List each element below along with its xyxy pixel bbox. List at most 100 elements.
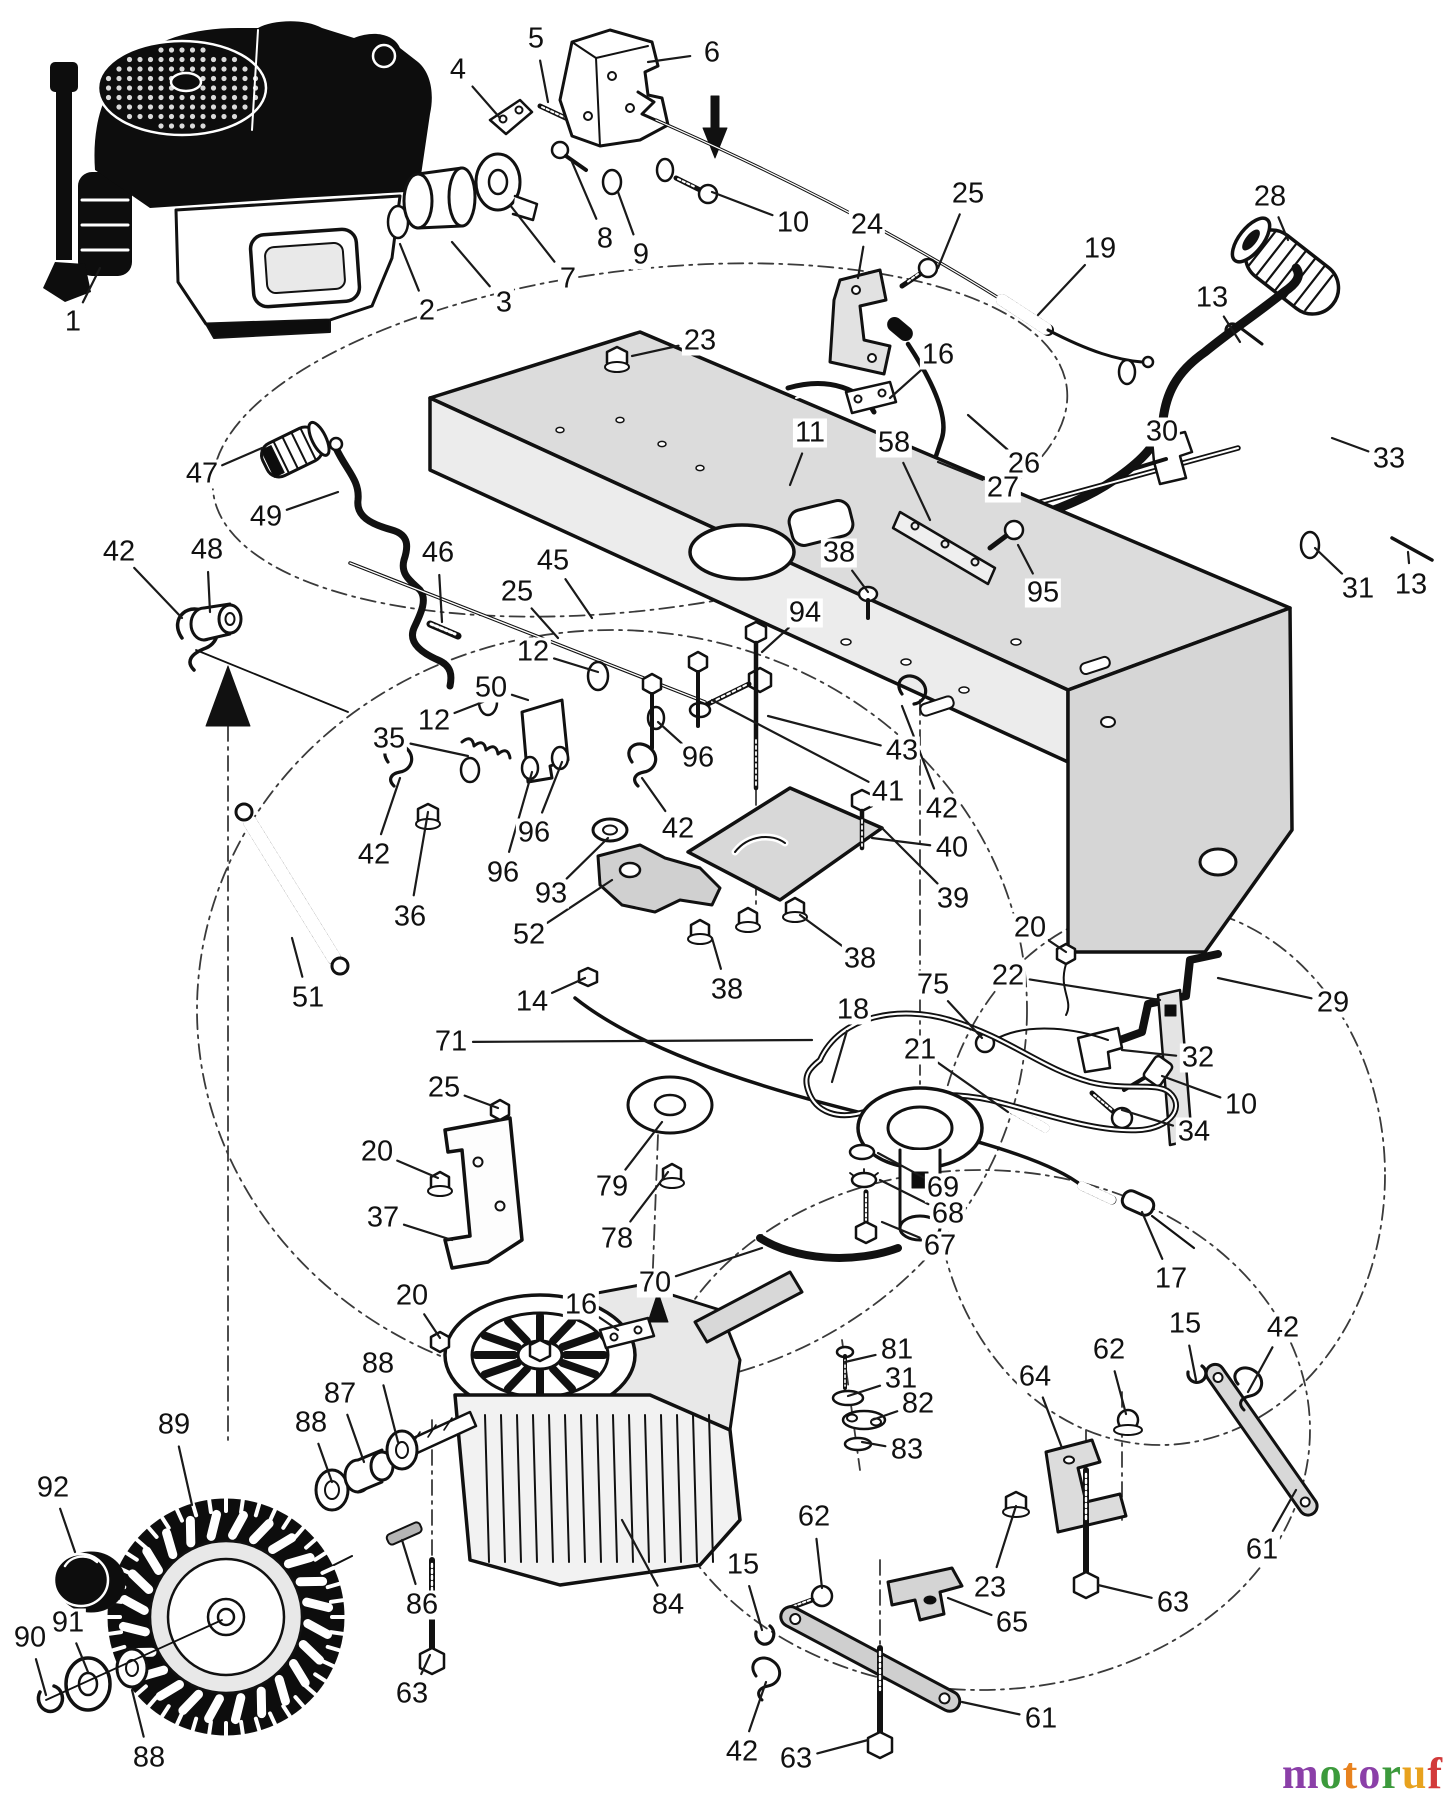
callout-6: 6 (701, 36, 723, 69)
callout-42: 42 (1264, 1311, 1302, 1344)
blower-screen-dots (105, 47, 259, 129)
callout-17: 17 (1152, 1262, 1190, 1295)
callout-92: 92 (34, 1471, 72, 1504)
washer-69 (848, 1143, 876, 1161)
callout-62: 62 (795, 1500, 833, 1533)
callout-41: 41 (869, 775, 907, 808)
callout-87: 87 (321, 1377, 359, 1410)
bolt-94 (747, 666, 773, 694)
hubcap-92 (52, 1551, 126, 1613)
callout-37: 37 (364, 1201, 402, 1234)
bolt-63c (418, 1646, 446, 1676)
callout-5: 5 (525, 22, 547, 55)
callout-24: 24 (848, 208, 886, 241)
callout-93: 93 (532, 877, 570, 910)
bolt-8 (550, 140, 570, 160)
callout-39: 39 (934, 882, 972, 915)
washer-12 (586, 660, 610, 692)
callout-9: 9 (630, 238, 652, 271)
callout-89: 89 (155, 1408, 193, 1441)
starter-motor (447, 166, 477, 228)
callout-42: 42 (355, 838, 393, 871)
engine-cover-6 (558, 28, 670, 148)
callout-4: 4 (447, 53, 469, 86)
e-ring-90 (36, 1684, 65, 1714)
callout-10: 10 (774, 206, 812, 239)
callout-31: 31 (1339, 572, 1377, 605)
callout-90: 90 (11, 1621, 49, 1654)
callout-48: 48 (188, 533, 226, 566)
callout-10: 10 (1222, 1088, 1260, 1121)
callout-32: 32 (1179, 1041, 1217, 1074)
callout-69: 69 (924, 1171, 962, 1204)
callout-20: 20 (393, 1279, 431, 1312)
shift-shaft (693, 1270, 804, 1344)
watermark-suffix: .de (1445, 1769, 1446, 1794)
callout-20: 20 (1011, 911, 1049, 944)
callout-61: 61 (1022, 1702, 1060, 1735)
callout-51: 51 (289, 981, 327, 1014)
callout-34: 34 (1175, 1115, 1213, 1148)
callout-22: 22 (989, 959, 1027, 992)
callout-11: 11 (792, 416, 828, 449)
bolt-63a (1072, 1570, 1100, 1600)
spindle-washers (848, 1143, 879, 1245)
washer-9 (601, 168, 623, 196)
callout-31: 31 (882, 1362, 920, 1395)
callout-70: 70 (636, 1266, 674, 1299)
callout-61: 61 (1243, 1533, 1281, 1566)
handle-grip (1230, 216, 1341, 316)
nut-20c (429, 1330, 451, 1354)
watermark-letter: t (1342, 1749, 1359, 1798)
callout-38: 38 (841, 942, 879, 975)
callout-42: 42 (723, 1735, 761, 1768)
c-washer-15b (754, 1624, 776, 1646)
callout-33: 33 (1370, 442, 1408, 475)
callout-30: 30 (1143, 415, 1181, 448)
callout-91: 91 (49, 1606, 87, 1639)
support-plate-group (641, 620, 884, 945)
bolt-63b (866, 1730, 894, 1760)
watermark-letter: o (1319, 1749, 1343, 1798)
belt-drive (626, 1010, 1179, 1262)
callout-42: 42 (659, 812, 697, 845)
callout-29: 29 (1314, 986, 1352, 1019)
control-rod-49 (332, 444, 455, 690)
callout-86: 86 (403, 1588, 441, 1621)
bottom-right-hardware (418, 1345, 1319, 1760)
callout-19: 19 (1081, 232, 1119, 265)
callout-13: 13 (1193, 281, 1231, 314)
left-controls (175, 420, 455, 976)
callout-45: 45 (534, 544, 572, 577)
nut-14 (577, 966, 599, 988)
transaxle-body (453, 1393, 742, 1587)
axle-washers-outer (36, 1619, 223, 1714)
callout-58: 58 (875, 426, 913, 459)
callout-62: 62 (1090, 1333, 1128, 1366)
callout-65: 65 (993, 1606, 1031, 1639)
assembly-arrow-up-icon (205, 665, 251, 727)
callout-14: 14 (513, 985, 551, 1018)
choke-rod (887, 317, 946, 471)
callout-96: 96 (515, 816, 553, 849)
callout-83: 83 (888, 1433, 926, 1466)
callout-43: 43 (883, 734, 921, 767)
lock-washer-68 (850, 1171, 878, 1189)
watermark-letter: o (1358, 1749, 1382, 1798)
hairpin-clip-42c (627, 742, 658, 788)
callout-16: 16 (919, 338, 957, 371)
callout-79: 79 (593, 1170, 631, 1203)
bolt-67 (854, 1220, 878, 1245)
idler-arm-52 (596, 843, 722, 914)
knob-47 (260, 420, 331, 479)
callout-25: 25 (498, 575, 536, 608)
callout-88: 88 (359, 1347, 397, 1380)
callout-13: 13 (1392, 568, 1430, 601)
callout-3: 3 (493, 286, 515, 319)
strap-16 (844, 380, 898, 415)
wheel-group (36, 1429, 419, 1737)
callout-68: 68 (929, 1197, 967, 1230)
callout-23: 23 (971, 1571, 1009, 1604)
callout-75: 75 (914, 968, 952, 1001)
